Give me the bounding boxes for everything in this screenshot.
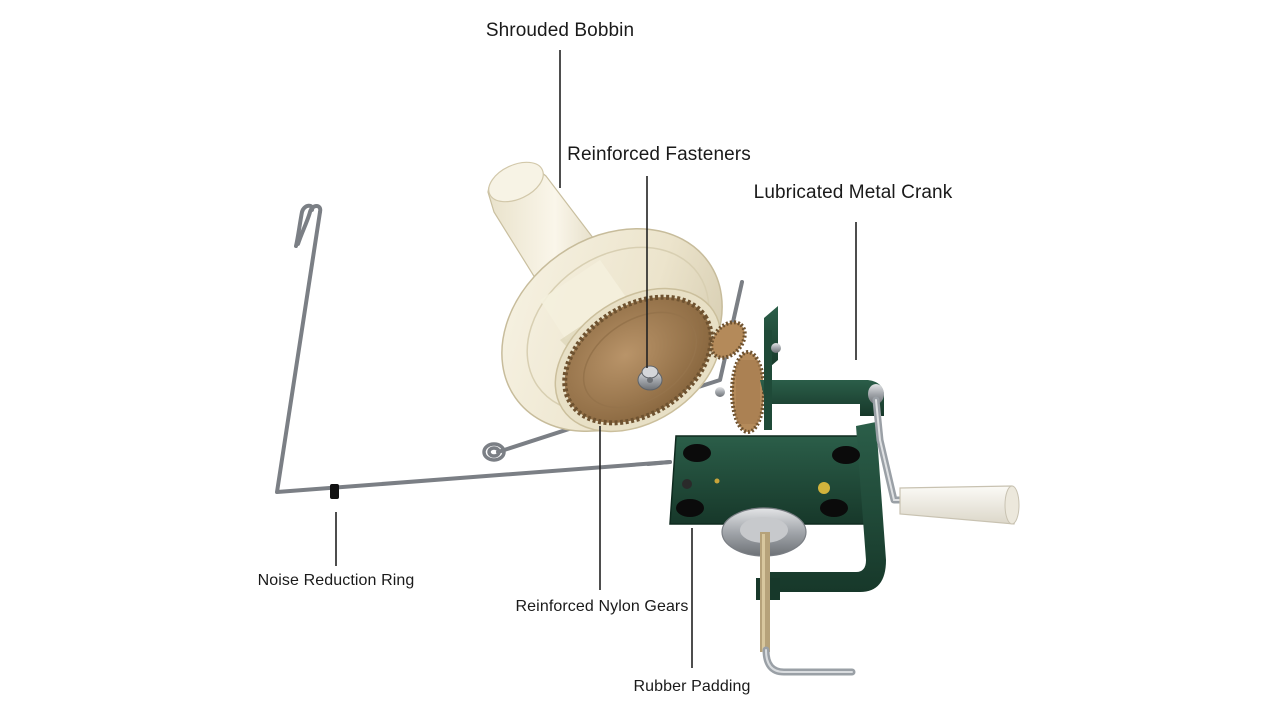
- callout-shrouded-bobbin: Shrouded Bobbin: [485, 20, 635, 41]
- pinion-gears: [709, 320, 766, 434]
- callout-reinforced-nylon-gears: Reinforced Nylon Gears: [515, 598, 689, 615]
- rubber-padding-feet: [676, 444, 860, 517]
- callout-reinforced-fasteners: Reinforced Fasteners: [567, 144, 751, 165]
- leader-lines: [335, 50, 857, 668]
- yarn-guide-loop: [482, 442, 506, 462]
- main-nylon-gear: [554, 287, 722, 433]
- clamp-screw: [721, 507, 856, 676]
- noise-reduction-ring-part: [330, 484, 339, 499]
- frame-screws: [682, 343, 830, 494]
- callout-lubricated-metal-crank: Lubricated Metal Crank: [753, 182, 953, 203]
- center-fastener: [637, 365, 663, 391]
- callout-noise-reduction-ring: Noise Reduction Ring: [257, 572, 415, 589]
- callout-rubber-padding: Rubber Padding: [633, 678, 751, 695]
- crank-handle: [899, 485, 1020, 525]
